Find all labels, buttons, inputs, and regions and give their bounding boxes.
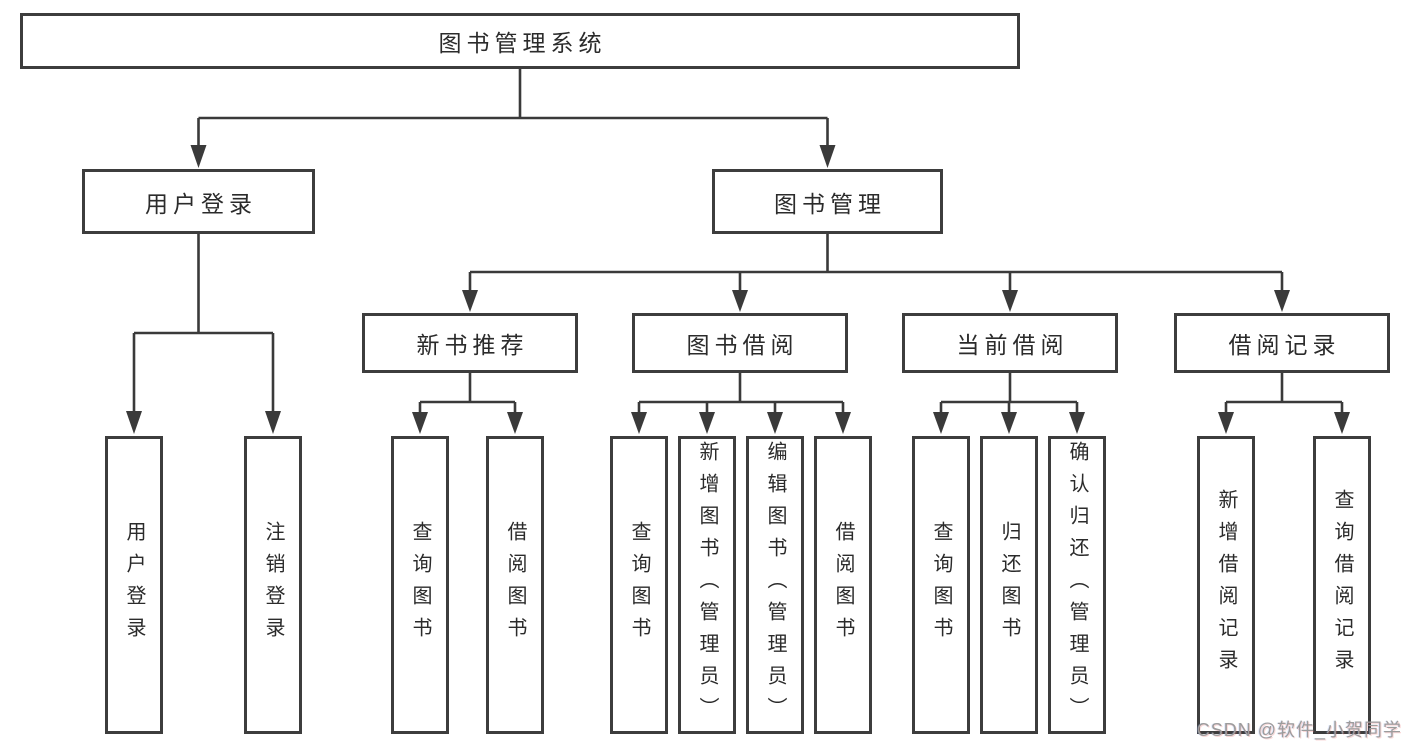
arrowhead [412, 412, 428, 434]
node-label: 查询图书 [628, 521, 650, 649]
arrowhead [126, 411, 142, 434]
leaf-records-query-borrow-record: 查询借阅记录 [1313, 436, 1371, 734]
edges-book-borrowing [631, 373, 851, 434]
edges-new-book-recommend [412, 373, 523, 434]
edges-root [190, 69, 836, 168]
leaf-borrowing-borrow-books: 借阅图书 [814, 436, 872, 734]
edges-book-management [462, 234, 1290, 312]
arrowhead [507, 412, 523, 434]
leaf-logout: 注销登录 [244, 436, 302, 734]
node-label: 用户登录 [145, 190, 257, 217]
arrowhead [1218, 412, 1234, 434]
node-book-management: 图书管理 [712, 169, 943, 234]
node-label: 确认归还（管理员） [1066, 441, 1088, 729]
arrowhead [819, 145, 836, 168]
arrowhead [1002, 290, 1018, 312]
edges-borrowing-records [1218, 373, 1350, 434]
arrowhead [699, 412, 715, 434]
node-label: 编辑图书（管理员） [764, 441, 786, 729]
node-book-borrowing: 图书借阅 [632, 313, 848, 373]
arrowhead [835, 412, 851, 434]
arrowhead [767, 412, 783, 434]
leaf-borrowing-edit-books-admin: 编辑图书（管理员） [746, 436, 804, 734]
arrowhead [190, 145, 207, 168]
leaf-current-confirm-return-admin: 确认归还（管理员） [1048, 436, 1106, 734]
leaf-user-login: 用户登录 [105, 436, 163, 734]
node-label: 归还图书 [998, 521, 1020, 649]
node-label: 新增借阅记录 [1215, 489, 1237, 681]
node-label: 注销登录 [262, 521, 284, 649]
node-label: 图书管理 [774, 190, 886, 217]
node-label: 借阅图书 [504, 521, 526, 649]
edges-current-borrowing [933, 373, 1085, 434]
leaf-borrowing-query-books: 查询图书 [610, 436, 668, 734]
node-label: 查询图书 [409, 521, 431, 649]
node-borrowing-records: 借阅记录 [1174, 313, 1390, 373]
arrowhead [933, 412, 949, 434]
node-label: 查询图书 [930, 521, 952, 649]
arrowhead [1001, 412, 1017, 434]
node-label: 图书借阅 [686, 332, 799, 358]
node-label: 新书推荐 [416, 332, 529, 358]
node-label: 查询借阅记录 [1331, 489, 1353, 681]
node-library-management-system: 图书管理系统 [20, 13, 1020, 69]
node-current-borrowing: 当前借阅 [902, 313, 1118, 373]
leaf-current-query-books: 查询图书 [912, 436, 970, 734]
leaf-recommend-borrow-books: 借阅图书 [486, 436, 544, 734]
arrowhead [732, 290, 748, 312]
arrowhead [631, 412, 647, 434]
leaf-recommend-query-books: 查询图书 [391, 436, 449, 734]
node-label: 当前借阅 [956, 332, 1069, 358]
arrowhead [462, 290, 478, 312]
leaf-records-add-borrow-record: 新增借阅记录 [1197, 436, 1255, 734]
leaf-borrowing-add-books-admin: 新增图书（管理员） [678, 436, 736, 734]
csdn-watermark: CSDN @软件_小贺同学 [1196, 720, 1402, 740]
arrowhead [1334, 412, 1350, 434]
arrowhead [1274, 290, 1290, 312]
node-user-login: 用户登录 [82, 169, 315, 234]
leaf-current-return-books: 归还图书 [980, 436, 1038, 734]
node-label: 用户登录 [123, 521, 145, 649]
arrowhead [265, 411, 281, 434]
node-label: 借阅图书 [832, 521, 854, 649]
edges-user-login [126, 234, 281, 434]
node-new-book-recommend: 新书推荐 [362, 313, 578, 373]
arrowhead [1069, 412, 1085, 434]
node-label: 新增图书（管理员） [696, 441, 718, 729]
node-label: 图书管理系统 [438, 30, 607, 56]
node-label: 借阅记录 [1228, 332, 1341, 358]
